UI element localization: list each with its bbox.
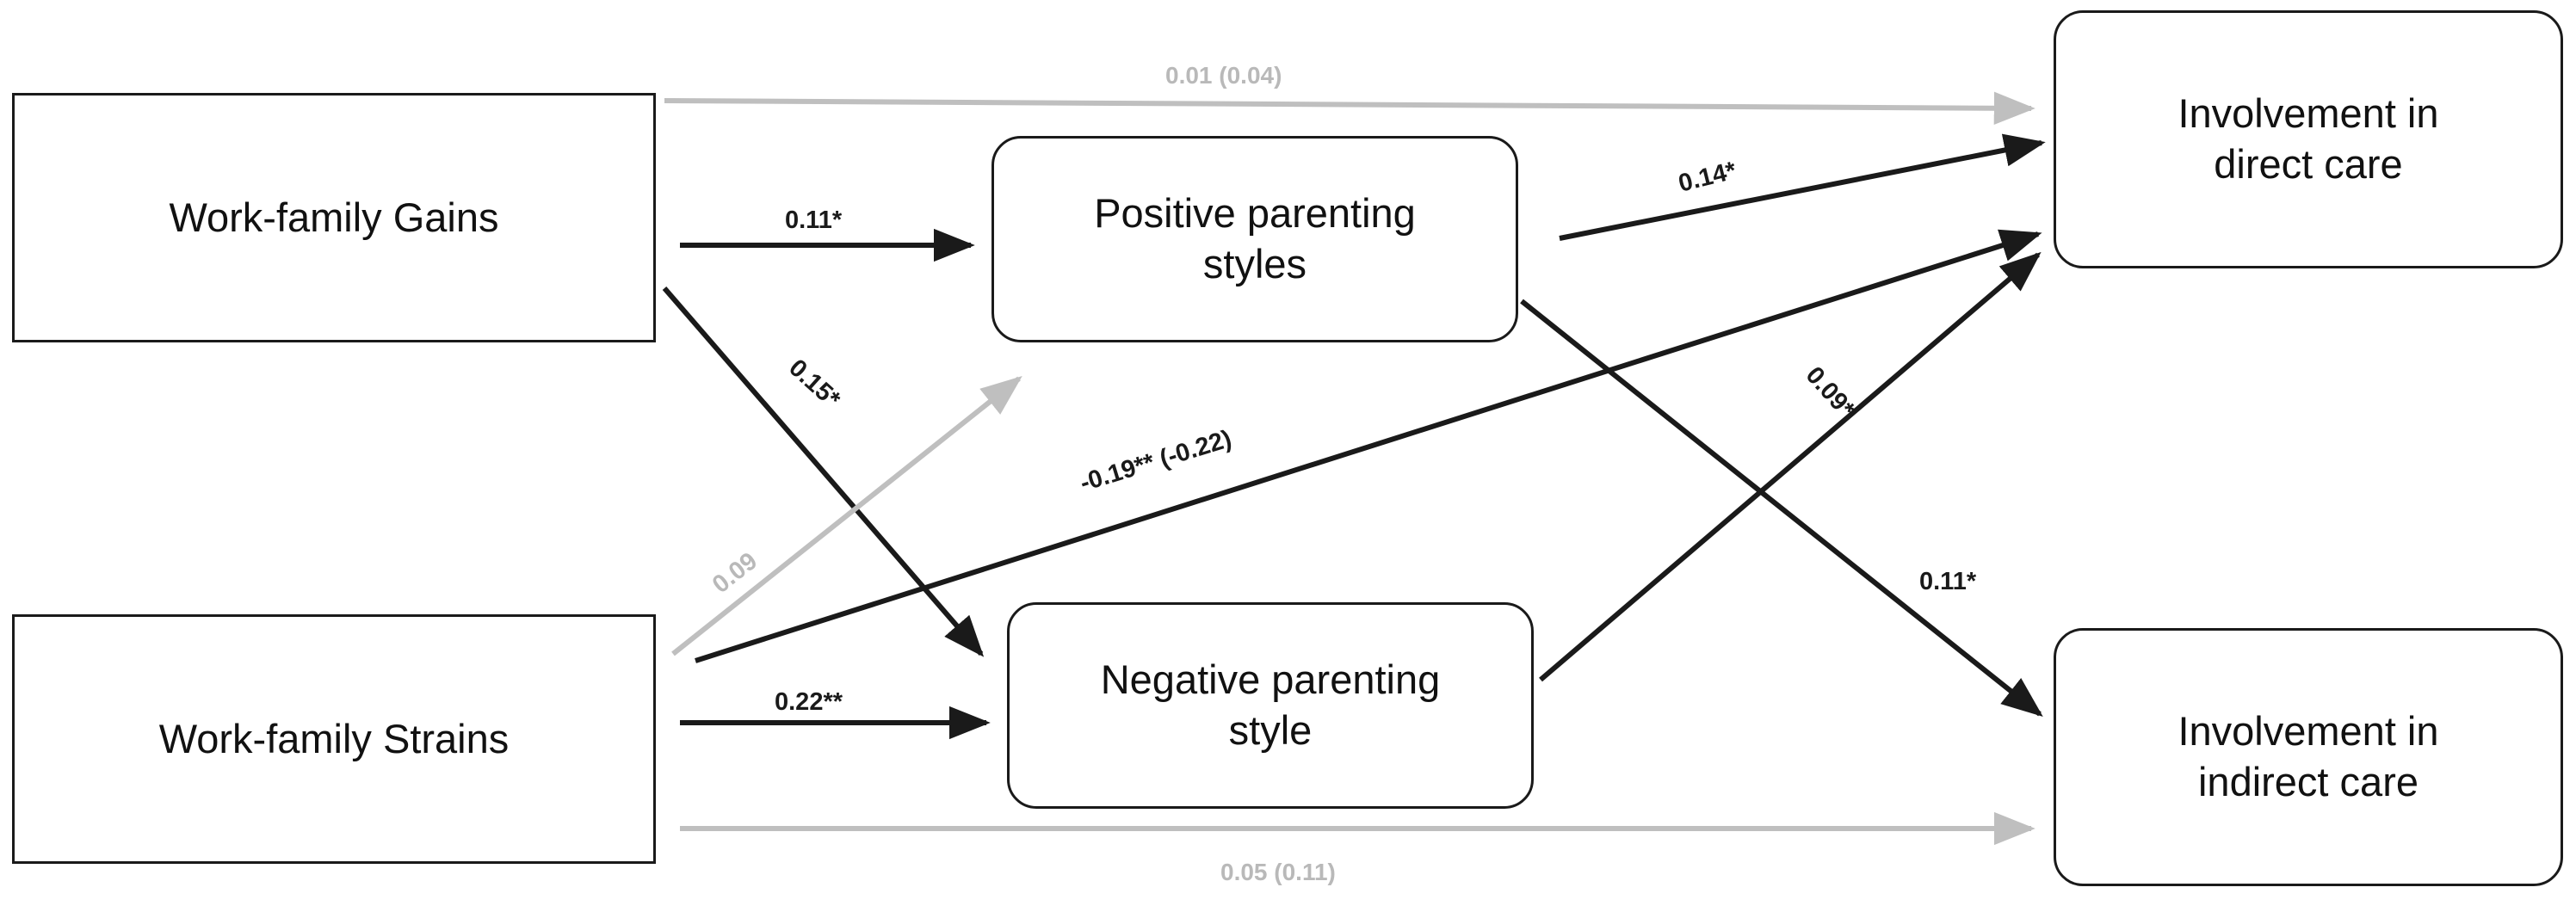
edge-gains-to-negative <box>662 287 985 657</box>
edge-strains-to-direct-ns <box>671 376 1022 656</box>
node-label-involvement-indirect-care: Involvement in indirect care <box>2178 708 2439 804</box>
node-label-negative-parenting-style: Negative parenting style <box>1100 656 1441 753</box>
edge-strains-to-direct-strong <box>695 229 2042 663</box>
edge-negative-to-direct <box>1539 251 2042 682</box>
node-involvement-indirect-care[interactable]: Involvement in indirect care <box>2054 628 2563 886</box>
node-label-work-family-strains: Work-family Strains <box>158 715 510 761</box>
node-negative-parenting-style[interactable]: Negative parenting style <box>1007 602 1534 809</box>
edge-positive-to-direct <box>1559 133 2046 241</box>
node-involvement-direct-care[interactable]: Involvement in direct care <box>2054 10 2563 268</box>
node-work-family-strains[interactable]: Work-family Strains <box>12 614 656 864</box>
node-label-involvement-direct-care: Involvement in direct care <box>2178 90 2439 187</box>
edge-positive-to-indirect <box>1520 299 2043 717</box>
node-label-positive-parenting-styles: Positive parenting styles <box>1094 190 1416 287</box>
node-work-family-gains[interactable]: Work-family Gains <box>12 93 656 342</box>
edge-gains-to-direct <box>664 91 2035 125</box>
node-label-work-family-gains: Work-family Gains <box>169 194 499 240</box>
node-positive-parenting-styles[interactable]: Positive parenting styles <box>991 136 1518 342</box>
